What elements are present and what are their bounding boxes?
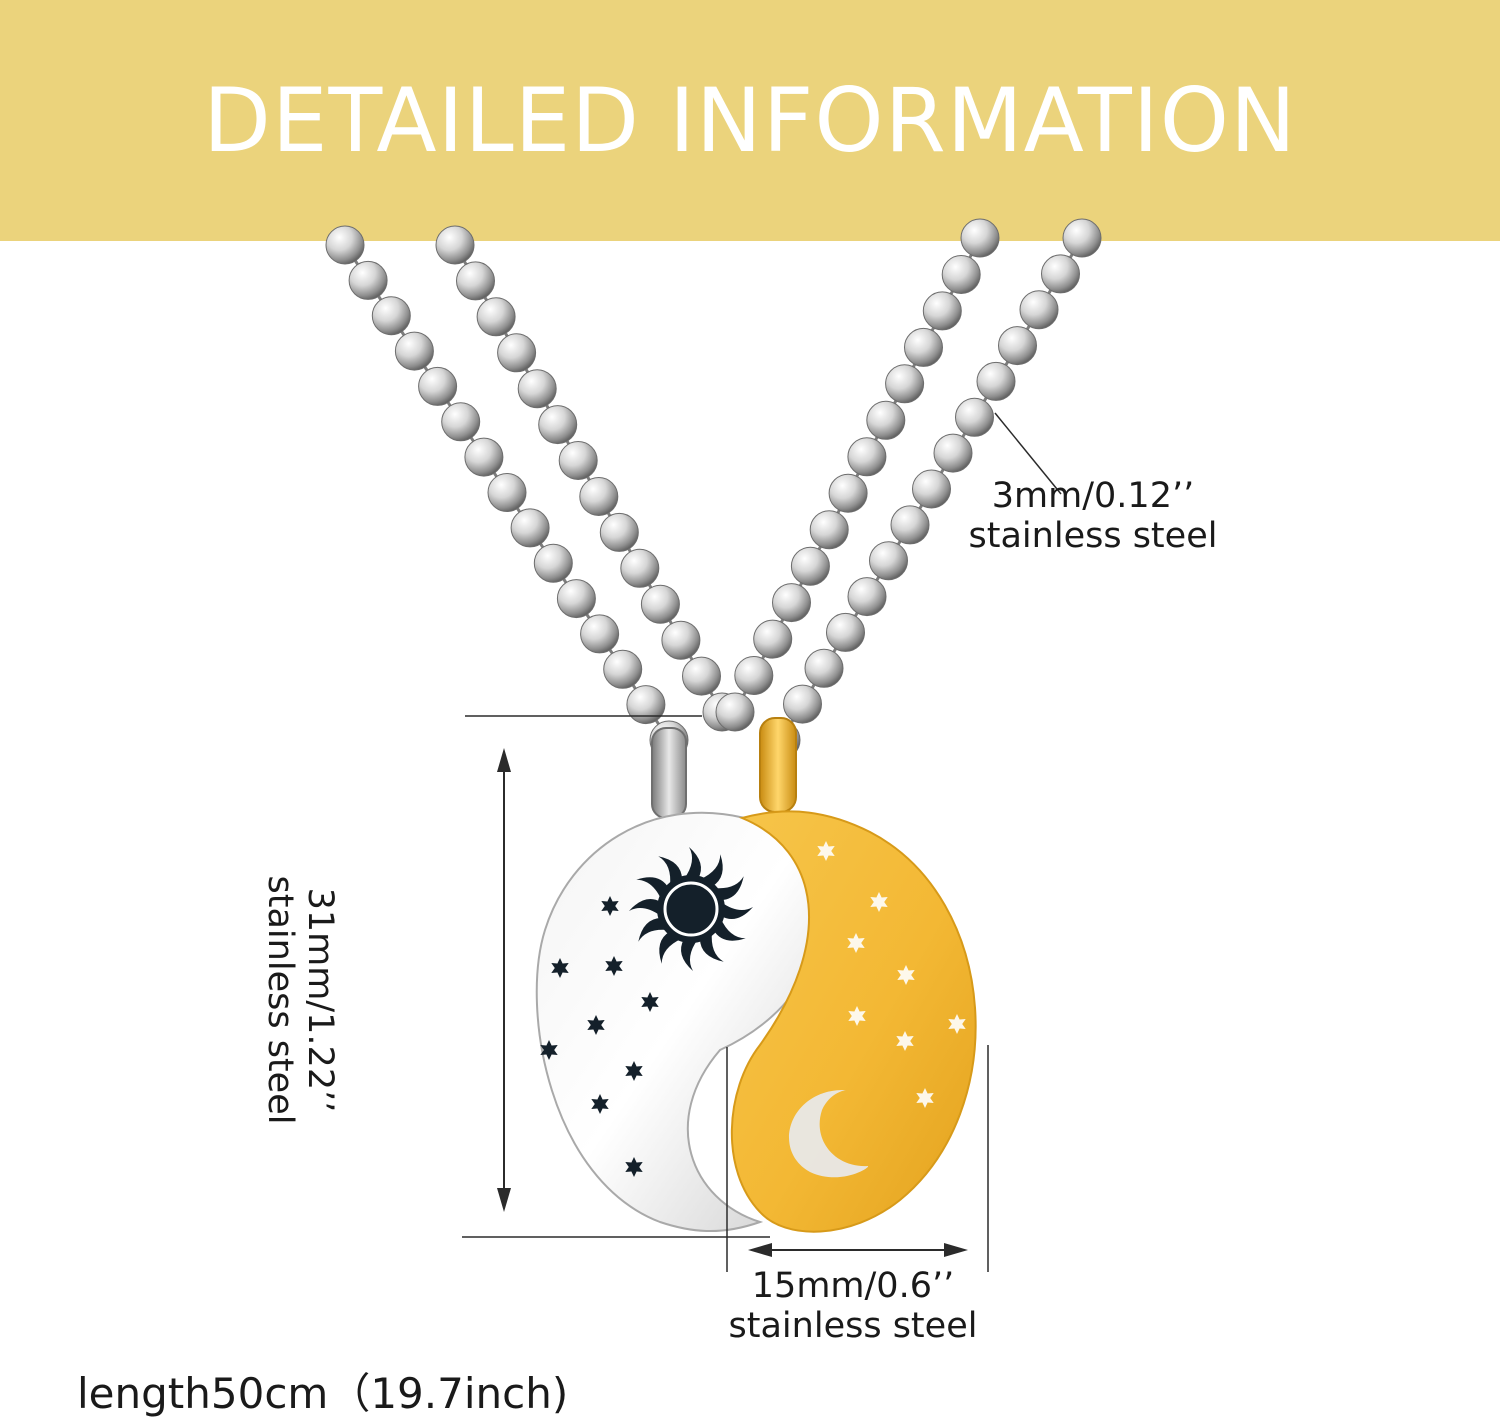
chain-bead <box>435 225 475 265</box>
chain-bead <box>682 656 721 696</box>
pendant-height-label: 31mm/1.22’’ stainless steel <box>260 850 340 1150</box>
page-title: DETAILED INFORMATION <box>203 69 1297 172</box>
chain-bead <box>517 369 557 409</box>
chain-bead <box>556 579 596 619</box>
chain-bead <box>866 400 906 440</box>
chain-bead <box>955 397 994 437</box>
chain-bead <box>912 469 951 509</box>
chain-bead <box>1062 218 1102 258</box>
chain-bead <box>533 543 573 583</box>
pendant-height-material: stainless steel <box>260 875 300 1125</box>
chain-bead <box>826 612 865 652</box>
chain-bead <box>620 548 660 588</box>
chain-bead <box>558 441 598 480</box>
chain-bead <box>890 505 930 545</box>
arrow-left-head <box>748 1243 772 1257</box>
chain-bead <box>753 619 793 659</box>
pendant-width-value: 15mm/0.6’’ <box>751 1266 955 1306</box>
sun-icon <box>629 847 753 971</box>
gold-bail <box>759 717 797 813</box>
chain-bead <box>1019 290 1059 330</box>
moon-icon <box>789 1089 869 1178</box>
chain-bead <box>847 577 887 617</box>
chain-bead <box>941 255 981 294</box>
chain-bead <box>783 684 822 724</box>
chain-bead <box>960 218 1000 258</box>
chain-bead <box>998 326 1037 366</box>
ball-chains <box>325 218 1102 760</box>
chain-bead <box>904 327 943 367</box>
chain-bead <box>640 584 680 624</box>
chain-bead <box>580 614 620 654</box>
chain-bead <box>790 546 830 586</box>
dimension-arrowheads <box>497 748 968 1257</box>
chain-bead <box>476 297 516 337</box>
header-banner: DETAILED INFORMATION <box>0 0 1500 241</box>
chain-bead <box>441 402 481 442</box>
dimension-lines <box>462 412 1062 1272</box>
arrow-up-head <box>497 748 511 772</box>
chain-bead <box>933 433 973 473</box>
chain-bead <box>869 541 908 581</box>
chain-leader-line <box>994 412 1062 495</box>
pendant-width-label: 15mm/0.6’’ stainless steel <box>728 1266 978 1346</box>
chain-bead <box>579 477 619 516</box>
sun-ray <box>721 902 753 919</box>
arrow-right-head <box>944 1243 968 1257</box>
sun-ray <box>629 899 661 916</box>
chain-bead <box>538 405 578 445</box>
sun-ray <box>684 847 701 879</box>
chain-bead <box>626 685 666 725</box>
chain-bead <box>715 692 755 732</box>
chain-bead <box>497 333 537 373</box>
chain-bead <box>418 366 458 406</box>
chain-bead <box>809 510 849 550</box>
chain-bead <box>885 364 925 404</box>
pendant-height-value: 31mm/1.22’’ <box>300 887 340 1113</box>
chain-length-label: length50cm（19.7inch) <box>77 1369 569 1418</box>
chain-bead <box>456 261 495 301</box>
chain-bead <box>804 648 844 688</box>
chain-bead <box>922 291 962 331</box>
chain-bead <box>487 473 527 512</box>
chain-bead <box>828 473 868 513</box>
chain-bead <box>772 583 811 623</box>
chain-bead <box>976 361 1016 401</box>
pendant-width-material: stainless steel <box>728 1306 978 1346</box>
chain-bead <box>1041 254 1080 294</box>
chain-bead <box>371 296 411 336</box>
chain-bead <box>464 437 504 477</box>
arrow-down-head <box>497 1188 511 1212</box>
chain-bead <box>599 512 639 552</box>
chain-material: stainless steel <box>968 516 1218 556</box>
chain-bead <box>734 656 774 695</box>
chain-bead <box>661 620 701 660</box>
silver-bail <box>651 727 687 819</box>
chain-bead <box>847 437 887 477</box>
sun-ray <box>681 939 698 971</box>
chain-size-value: 3mm/0.12’’ <box>991 476 1195 516</box>
chain-bead <box>394 331 434 371</box>
chain-bead <box>325 225 365 265</box>
chain-bead <box>510 508 550 548</box>
chain-bead <box>348 260 388 300</box>
chain-size-label: 3mm/0.12’’ stainless steel <box>968 476 1218 556</box>
chain-bead <box>603 649 643 689</box>
